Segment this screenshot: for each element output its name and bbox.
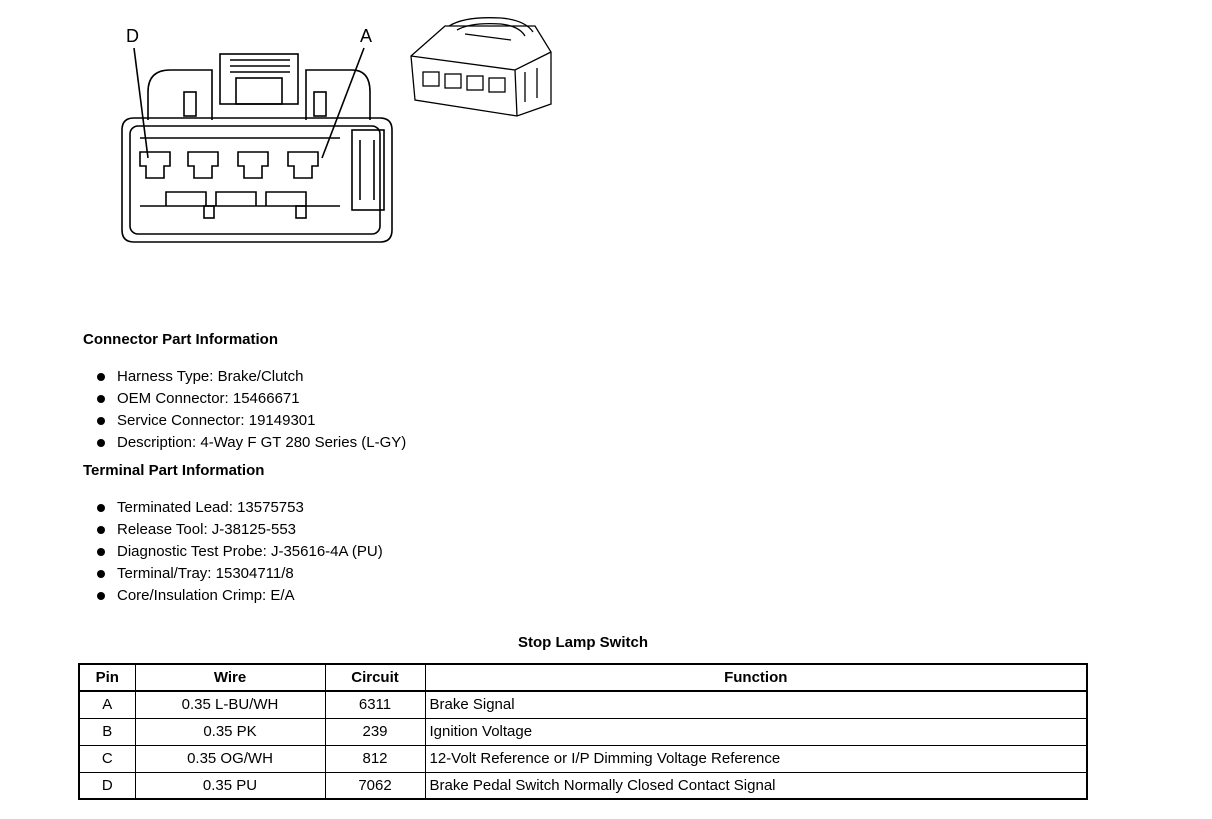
connector-face-diagram: D A: [121, 26, 393, 243]
table-row: A 0.35 L-BU/WH 6311 Brake Signal: [78, 690, 1088, 719]
list-item: OEM Connector: 15466671: [95, 388, 406, 410]
list-item: Service Connector: 19149301: [95, 410, 406, 432]
list-item: Description: 4-Way F GT 280 Series (L-GY…: [95, 432, 406, 454]
list-item: Harness Type: Brake/Clutch: [95, 366, 406, 388]
table-row: D 0.35 PU 7062 Brake Pedal Switch Normal…: [78, 771, 1088, 800]
cell-wire: 0.35 PK: [134, 717, 326, 746]
connector-isometric-image: [410, 17, 552, 117]
cell-function: Brake Signal: [424, 690, 1088, 719]
cell-pin: D: [78, 771, 136, 800]
connector-info-list: Harness Type: Brake/Clutch OEM Connector…: [95, 366, 406, 454]
cell-wire: 0.35 OG/WH: [134, 744, 326, 773]
cell-pin: A: [78, 690, 136, 719]
cell-function: 12-Volt Reference or I/P Dimming Voltage…: [424, 744, 1088, 773]
connector-info-title: Connector Part Information: [83, 331, 279, 348]
pin-label-a: A: [360, 26, 372, 46]
column-header-wire: Wire: [134, 663, 326, 692]
cell-circuit: 239: [324, 717, 426, 746]
table-title: Stop Lamp Switch: [517, 634, 648, 651]
column-header-circuit: Circuit: [324, 663, 426, 692]
cell-pin: C: [78, 744, 136, 773]
table-row: B 0.35 PK 239 Ignition Voltage: [78, 717, 1088, 746]
pin-label-d: D: [126, 26, 139, 46]
column-header-function: Function: [424, 663, 1088, 692]
list-item: Diagnostic Test Probe: J-35616-4A (PU): [95, 541, 383, 563]
pinout-table: Pin Wire Circuit Function A 0.35 L-BU/WH…: [78, 663, 1088, 800]
cell-circuit: 812: [324, 744, 426, 773]
cell-circuit: 7062: [324, 771, 426, 800]
cell-wire: 0.35 PU: [134, 771, 326, 800]
table-header-row: Pin Wire Circuit Function: [78, 663, 1088, 692]
cell-function: Brake Pedal Switch Normally Closed Conta…: [424, 771, 1088, 800]
list-item: Core/Insulation Crimp: E/A: [95, 585, 383, 607]
list-item: Terminated Lead: 13575753: [95, 497, 383, 519]
cell-function: Ignition Voltage: [424, 717, 1088, 746]
terminal-info-list: Terminated Lead: 13575753 Release Tool: …: [95, 497, 383, 607]
cell-pin: B: [78, 717, 136, 746]
cell-circuit: 6311: [324, 690, 426, 719]
terminal-cavities: [139, 151, 319, 179]
terminal-info-title: Terminal Part Information: [83, 462, 265, 479]
table-row: C 0.35 OG/WH 812 12-Volt Reference or I/…: [78, 744, 1088, 773]
cell-wire: 0.35 L-BU/WH: [134, 690, 326, 719]
list-item: Terminal/Tray: 15304711/8: [95, 563, 383, 585]
column-header-pin: Pin: [78, 663, 136, 692]
list-item: Release Tool: J-38125-553: [95, 519, 383, 541]
